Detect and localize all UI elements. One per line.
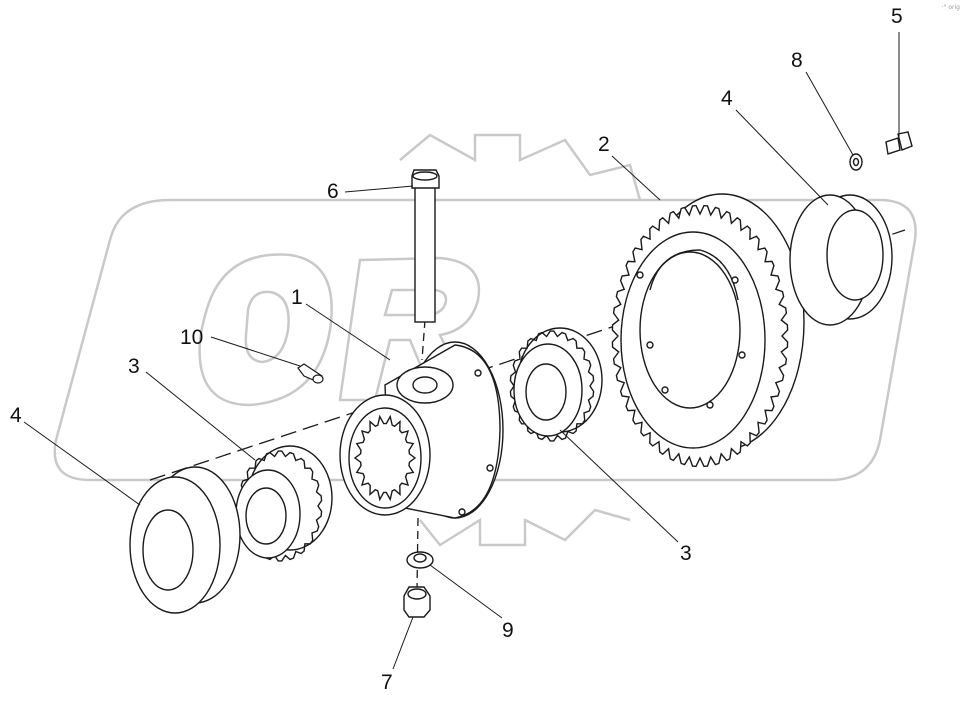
long-bolt-shank: [414, 179, 436, 323]
short-bolt: [885, 131, 913, 155]
long-bolt: [411, 169, 440, 323]
callout-6: 6: [327, 180, 339, 203]
leader-2: [611, 155, 661, 201]
leader-4-right: [735, 109, 829, 206]
callout-3-left: 3: [128, 355, 140, 378]
callout-3-right: 3: [680, 542, 692, 565]
watermark-gear: [399, 133, 642, 547]
callout-7: 7: [381, 671, 393, 694]
leader-9: [429, 564, 503, 619]
corner-mark: ·° orig: [941, 4, 960, 11]
leader-8: [805, 71, 854, 156]
callout-5: 5: [891, 5, 903, 28]
leader-10: [210, 336, 301, 367]
leader-6: [344, 185, 414, 193]
bearing-cup-left: [129, 466, 241, 614]
leader-7: [392, 616, 414, 670]
leader-lines: [23, 32, 900, 670]
callout-1: 1: [291, 286, 303, 309]
bearing-cup-left-inner: [142, 509, 194, 591]
ring-gear-bolt-holes: [636, 271, 746, 409]
side-gear-left-bore: [245, 487, 287, 545]
watermark-letter-o: [198, 253, 333, 407]
callout-4-right: 4: [721, 87, 733, 110]
callout-9: 9: [502, 619, 514, 642]
bearing-cup-right-inner: [826, 209, 884, 301]
callout-4-left: 4: [10, 404, 22, 427]
leader-1: [305, 303, 391, 361]
side-gear-right-bore: [525, 363, 567, 421]
callout-10: 10: [180, 326, 204, 349]
bolt-axis-vertical: [421, 319, 426, 361]
differential-housing: [339, 341, 504, 519]
housing-boss-hole: [412, 376, 438, 394]
callout-8: 8: [791, 49, 803, 72]
ring-gear-bore-edge: [649, 249, 739, 301]
side-gear-right: [509, 327, 603, 442]
washer: [406, 551, 434, 569]
leader-3-left: [145, 371, 256, 461]
leader-3-right: [559, 429, 679, 543]
grease-nipple: [297, 363, 324, 384]
leader-4-left: [23, 421, 141, 506]
ring-gear: [611, 193, 805, 468]
hex-nut: [403, 586, 431, 618]
ring-gear-bore: [639, 251, 741, 409]
housing-flange-holes: [458, 369, 494, 516]
bearing-cup-right: [789, 194, 893, 326]
small-washer: [849, 153, 863, 171]
side-gear-left: [235, 445, 333, 562]
callout-2: 2: [598, 133, 610, 156]
